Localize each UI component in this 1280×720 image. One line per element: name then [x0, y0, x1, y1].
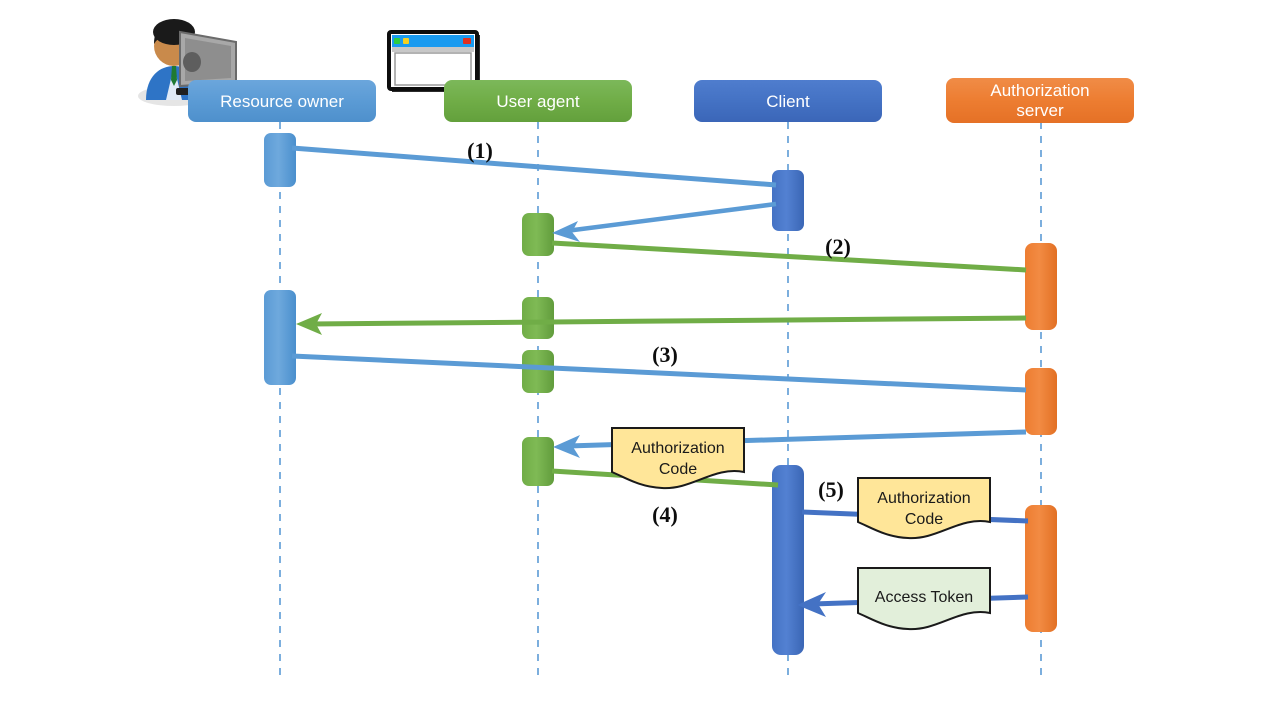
step-label-4: (4)	[652, 502, 678, 527]
arrowhead-2b	[296, 313, 322, 335]
activation-authorization-server-1	[1025, 243, 1057, 330]
note-authorization-code-2: Authorization Code	[857, 477, 991, 540]
actor-box-user-agent[interactable]: User agent	[444, 80, 632, 122]
note-shape	[857, 567, 991, 631]
message-line-2[interactable]	[551, 240, 1027, 273]
note-text-line1: Authorization	[631, 440, 724, 457]
note-text-line1: Access Token	[875, 589, 973, 606]
activation-user-agent-4	[522, 437, 554, 486]
activation-user-agent-2	[522, 297, 554, 339]
activation-user-agent-3	[522, 350, 554, 393]
activation-client-1	[772, 170, 804, 231]
note-access-token: Access Token	[857, 567, 991, 631]
actor-label-authorization-server-line1: Authorization	[990, 81, 1089, 100]
message-line-1b[interactable]	[565, 201, 777, 234]
activation-client-2	[772, 465, 804, 655]
activation-authorization-server-3	[1025, 505, 1057, 632]
messages-group	[291, 145, 1029, 617]
step-labels-group: (1) (2) (3) (4) (5)	[467, 138, 851, 527]
activation-bars-group	[264, 133, 1057, 655]
note-text-line1: Authorization	[877, 490, 970, 507]
actor-box-resource-owner[interactable]: Resource owner	[188, 80, 376, 122]
message-line-2b[interactable]	[309, 315, 1027, 327]
activation-user-agent-1	[522, 213, 554, 256]
message-line-1[interactable]	[291, 145, 777, 188]
step-label-3: (3)	[652, 342, 678, 367]
actor-boxes-group: Resource owner User agent Client Authori…	[188, 78, 1134, 123]
arrowhead-5b	[797, 592, 826, 617]
note-text-line2: Code	[659, 461, 697, 478]
step-label-5: (5)	[818, 477, 844, 502]
step-label-1: (1)	[467, 138, 493, 163]
activation-authorization-server-2	[1025, 368, 1057, 435]
actor-label-authorization-server-line2: server	[1016, 101, 1064, 120]
activation-resource-owner-1	[264, 133, 296, 187]
note-shape	[857, 477, 991, 540]
actor-box-authorization-server[interactable]: Authorization server	[946, 78, 1134, 123]
note-authorization-code-1: Authorization Code	[611, 427, 745, 490]
message-line-3[interactable]	[291, 353, 1027, 393]
actor-box-client[interactable]: Client	[694, 80, 882, 122]
actor-label-client: Client	[766, 92, 810, 111]
notes-group: Authorization Code Authorization Code Ac…	[611, 427, 991, 631]
step-label-2: (2)	[825, 234, 851, 259]
note-text-line2: Code	[905, 511, 943, 528]
browser-window-icon	[387, 30, 480, 92]
actor-label-resource-owner: Resource owner	[220, 92, 344, 111]
note-shape	[611, 427, 745, 490]
arrowhead-4	[553, 435, 580, 458]
arrowhead-1b	[552, 221, 580, 242]
activation-resource-owner-2	[264, 290, 296, 385]
actor-label-user-agent: User agent	[496, 92, 579, 111]
